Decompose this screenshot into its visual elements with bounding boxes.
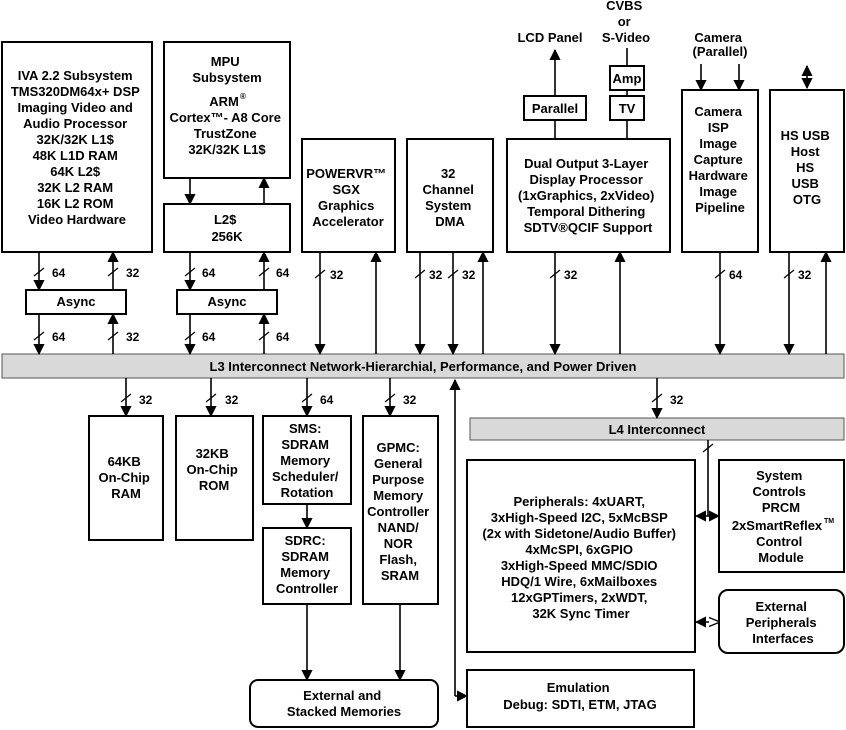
l4-interconnect-bar: L4 Interconnect bbox=[469, 417, 845, 441]
smartreflex-trademark: TM bbox=[824, 518, 834, 525]
external-peripherals-block: External Peripherals Interfaces bbox=[718, 589, 845, 654]
system-controls-block: System Controls PRCM 2xSmartReflex TM Co… bbox=[718, 459, 845, 573]
onchip-rom-block: 32KB On-Chip ROM bbox=[175, 415, 254, 541]
amp-label: Amp bbox=[613, 71, 642, 86]
amp-block: Amp bbox=[609, 65, 645, 91]
display-text: Dual Output 3-Layer Display Processor (1… bbox=[518, 156, 658, 235]
l3-interconnect-bar: L3 Interconnect Network-Hierarchial, Per… bbox=[1, 353, 845, 379]
control-module-text: Control Module bbox=[756, 534, 806, 565]
bus-width-label: 32 bbox=[429, 268, 443, 282]
dma-block: 32 Channel System DMA bbox=[406, 138, 494, 253]
camera-isp-text: Camera ISP Image Capture Hardware Image … bbox=[689, 104, 752, 215]
display-processor-block: Dual Output 3-Layer Display Processor (1… bbox=[506, 138, 671, 253]
parallel-label: Parallel bbox=[532, 101, 578, 116]
mpu-async-label: Async bbox=[207, 294, 246, 309]
connections bbox=[33, 48, 832, 702]
peripherals-block: Peripherals: 4xUART, 3xHigh-Speed I2C, 5… bbox=[466, 459, 696, 653]
bus-width-label: 32 bbox=[403, 393, 417, 407]
bus-width-label: 32 bbox=[126, 330, 140, 344]
mpu-core-text: Cortex™- A8 Core TrustZone 32K/32K L1$ bbox=[169, 110, 284, 157]
camera-isp-block: Camera ISP Image Capture Hardware Image … bbox=[681, 89, 759, 253]
rom-text: 32KB On-Chip ROM bbox=[187, 446, 242, 493]
onchip-ram-block: 64KB On-Chip RAM bbox=[88, 415, 164, 541]
bus-width-label: 64 bbox=[729, 268, 743, 282]
smartreflex-label: 2xSmartReflex bbox=[732, 518, 823, 533]
powervr-block: POWERVR™ SGX Graphics Accelerator bbox=[301, 138, 396, 253]
iva-async-block: Async bbox=[25, 289, 127, 315]
parallel-block: Parallel bbox=[523, 95, 587, 121]
mpu-arm-label: ARM bbox=[209, 94, 239, 109]
mpu-async-block: Async bbox=[176, 289, 278, 315]
l4-label: L4 Interconnect bbox=[609, 422, 706, 437]
dma-text: 32 Channel System DMA bbox=[423, 166, 478, 229]
camera-parallel-label: Camera (Parallel) bbox=[693, 30, 748, 59]
bus-width-label: 64 bbox=[320, 393, 334, 407]
bus-width-label: 64 bbox=[52, 266, 66, 280]
gpmc-text: GPMC: General Purpose Memory Controller … bbox=[367, 440, 433, 583]
bus-width-label: 32 bbox=[670, 393, 684, 407]
mpu-registered-mark: ® bbox=[240, 92, 246, 101]
sdrc-block: SDRC: SDRAM Memory Controller bbox=[262, 527, 352, 605]
bus-width-label: 64 bbox=[52, 330, 66, 344]
tv-block: TV bbox=[609, 95, 645, 121]
bus-width-labels: 64 32 64 32 64 64 64 64 32 32 32 32 64 3… bbox=[52, 266, 812, 407]
peripherals-text: Peripherals: 4xUART, 3xHigh-Speed I2C, 5… bbox=[482, 494, 679, 621]
bus-width-label: 32 bbox=[330, 268, 344, 282]
cvbs-label: CVBS or S-Video bbox=[602, 0, 650, 45]
bus-width-label: 32 bbox=[225, 393, 239, 407]
ram-text: 64KB On-Chip RAM bbox=[99, 454, 154, 501]
bus-width-label: 32 bbox=[798, 268, 812, 282]
bus-width-label: 32 bbox=[564, 268, 578, 282]
external-memories-text: External and Stacked Memories bbox=[287, 688, 401, 719]
gpmc-block: GPMC: General Purpose Memory Controller … bbox=[362, 415, 439, 605]
powervr-text: POWERVR™ SGX Graphics Accelerator bbox=[306, 166, 390, 229]
emulation-text: Emulation Debug: SDTI, ETM, JTAG bbox=[503, 680, 657, 712]
emulation-block: Emulation Debug: SDTI, ETM, JTAG bbox=[466, 669, 695, 728]
bus-width-label: 32 bbox=[462, 268, 476, 282]
l2-cache-block: L2$ 256K bbox=[163, 203, 291, 253]
bus-width-label: 64 bbox=[202, 330, 216, 344]
iva-subsystem-block: IVA 2.2 Subsystem TMS320DM64x+ DSP Imagi… bbox=[1, 41, 153, 253]
bus-width-label: 64 bbox=[276, 266, 290, 280]
lcd-panel-label: LCD Panel bbox=[517, 30, 582, 45]
mpu-text: MPU Subsystem bbox=[192, 54, 261, 85]
mpu-subsystem-block: MPU Subsystem ARM ® Cortex™- A8 Core Tru… bbox=[163, 41, 291, 179]
l2-text: L2$ 256K bbox=[211, 212, 243, 244]
iva-async-label: Async bbox=[56, 294, 95, 309]
tv-label: TV bbox=[619, 101, 636, 116]
sdrc-text: SDRC: SDRAM Memory Controller bbox=[276, 533, 338, 596]
bus-width-label: 64 bbox=[202, 266, 216, 280]
hs-usb-text: HS USB Host HS USB OTG bbox=[781, 128, 834, 207]
bus-width-label: 32 bbox=[126, 266, 140, 280]
bus-width-label: 32 bbox=[139, 393, 153, 407]
iva-text: IVA 2.2 Subsystem TMS320DM64x+ DSP Imagi… bbox=[11, 68, 143, 227]
hs-usb-block: HS USB Host HS USB OTG bbox=[769, 89, 845, 253]
system-controls-text: System Controls PRCM bbox=[752, 468, 809, 515]
external-memories-block: External and Stacked Memories bbox=[249, 679, 439, 728]
bus-width-ticks bbox=[33, 267, 795, 453]
l3-label: L3 Interconnect Network-Hierarchial, Per… bbox=[210, 359, 637, 374]
external-peripherals-text: External Peripherals Interfaces bbox=[746, 599, 820, 646]
bus-width-label: 64 bbox=[276, 330, 290, 344]
sms-text: SMS: SDRAM Memory Scheduler/ Rotation bbox=[272, 421, 342, 500]
sms-block: SMS: SDRAM Memory Scheduler/ Rotation bbox=[262, 415, 352, 505]
